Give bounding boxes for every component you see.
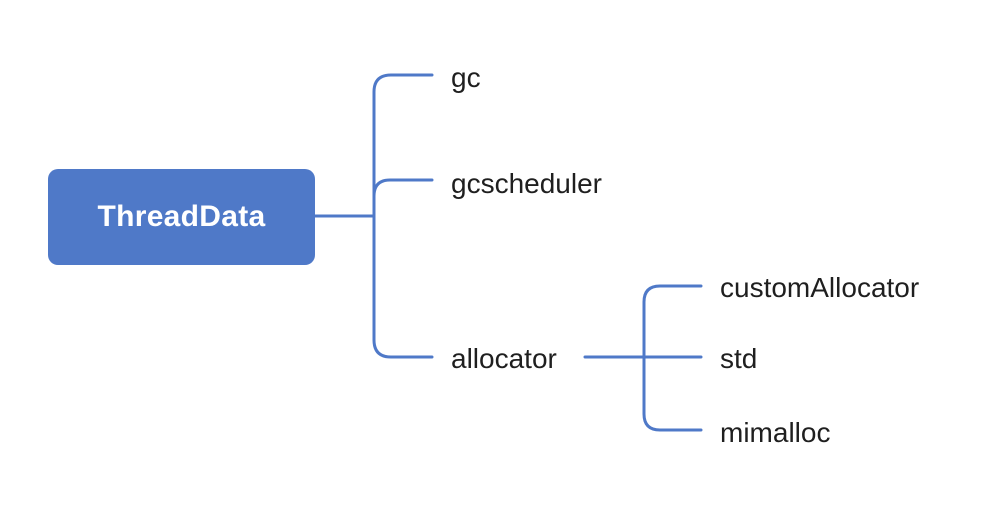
node-std-label: std bbox=[720, 343, 758, 374]
node-customallocator[interactable]: customAllocator bbox=[720, 274, 919, 302]
node-gc-label: gc bbox=[451, 62, 481, 93]
connector-to-allocator bbox=[372, 214, 434, 359]
node-customallocator-label: customAllocator bbox=[720, 272, 920, 303]
connector-to-customAllocator bbox=[642, 284, 703, 359]
connector-to-gcscheduler bbox=[372, 178, 434, 198]
node-gcscheduler-label: gcscheduler bbox=[451, 168, 602, 199]
root-node-threaddata[interactable]: ThreadData bbox=[48, 169, 315, 265]
node-mimalloc[interactable]: mimalloc bbox=[720, 419, 830, 447]
root-node-label: ThreadData bbox=[97, 200, 266, 233]
node-allocator[interactable]: allocator bbox=[451, 345, 557, 373]
node-mimalloc-label: mimalloc bbox=[720, 417, 831, 448]
connector-to-mimalloc bbox=[642, 355, 703, 432]
node-allocator-label: allocator bbox=[451, 343, 557, 374]
node-std[interactable]: std bbox=[720, 345, 757, 373]
node-gc[interactable]: gc bbox=[451, 64, 481, 92]
node-gcscheduler[interactable]: gcscheduler bbox=[451, 170, 602, 198]
connector-to-gc bbox=[372, 73, 434, 218]
